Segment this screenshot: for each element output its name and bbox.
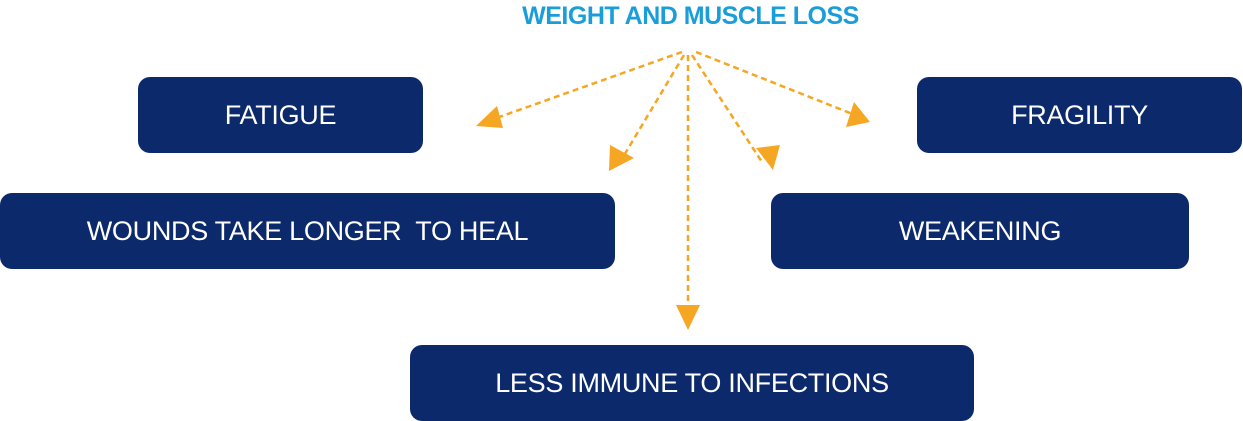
box-wounds-label: WOUNDS TAKE LONGER TO HEAL: [86, 215, 529, 246]
box-weakening: WEAKENING: [771, 193, 1189, 269]
box-fragility-label: FRAGILITY: [1011, 99, 1148, 130]
box-weakening-label: WEAKENING: [898, 215, 1062, 246]
box-fatigue: FATIGUE: [138, 77, 423, 153]
arrow-to-weakening: [690, 54, 764, 163]
box-fragility: FRAGILITY: [917, 77, 1242, 153]
arrow-to-fragility: [695, 50, 856, 117]
arrowhead-weakening: [756, 145, 780, 170]
arrowhead-wounds: [609, 145, 634, 171]
diagram-title: WEIGHT AND MUSCLE LOSS: [522, 2, 859, 30]
arrowhead-fatigue: [476, 106, 503, 128]
box-immune-label: LESS IMMUNE TO INFECTIONS: [495, 367, 889, 398]
arrowhead-immune: [676, 305, 700, 330]
arrow-to-wounds: [618, 54, 686, 163]
box-fatigue-label: FATIGUE: [224, 99, 337, 130]
arrow-to-fatigue: [487, 50, 683, 123]
box-immune: LESS IMMUNE TO INFECTIONS: [410, 345, 974, 421]
box-wounds: WOUNDS TAKE LONGER TO HEAL: [0, 193, 615, 269]
arrowhead-fragility: [846, 102, 870, 127]
